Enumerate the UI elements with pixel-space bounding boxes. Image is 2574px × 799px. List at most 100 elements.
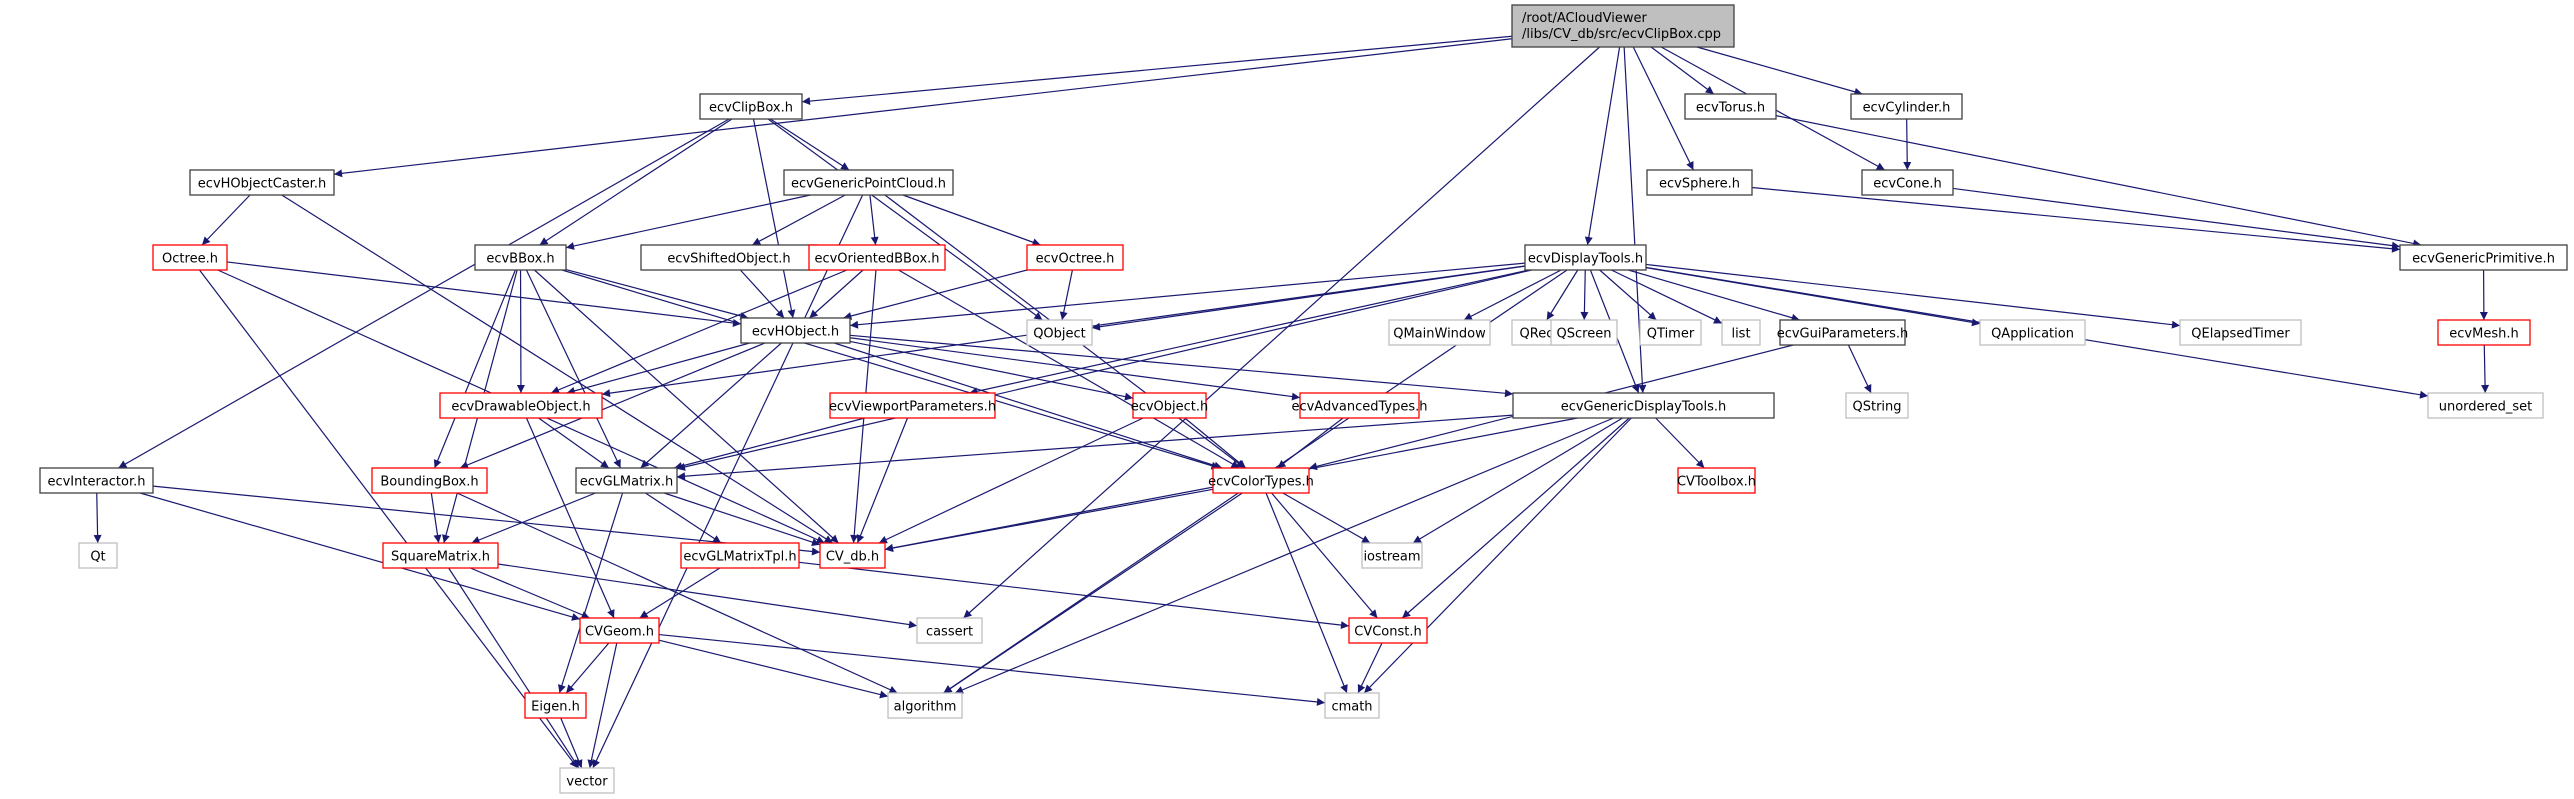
node-label: ecvHObjectCaster.h (198, 177, 326, 192)
edge-ecvColorTypes-to-CV_db (884, 488, 1214, 553)
node-box (1779, 319, 1906, 346)
node-CV_db[interactable]: CV_db.h (819, 542, 886, 569)
node-box (1299, 392, 1420, 419)
edge-ecvOrientedBBox-to-ecvHObject (809, 269, 864, 319)
node-BoundingBox[interactable]: BoundingBox.h (371, 467, 488, 494)
edge-ecvHObjectCaster-to-CV_db (281, 194, 834, 544)
edge-ecvGenericDisplayTools-to-cmath (1363, 417, 1632, 694)
node-ecvColorTypes[interactable]: ecvColorTypes.h (1208, 467, 1314, 494)
edge-SquareMatrix-to-cassert (497, 563, 918, 629)
node-label: cmath (1331, 700, 1372, 715)
node-box (680, 542, 800, 569)
node-box (740, 317, 851, 344)
node-box (1132, 392, 1207, 419)
node-ecvClipBox[interactable]: ecvClipBox.h (699, 93, 803, 120)
edge-root-to-ecvTorus (1650, 46, 1715, 95)
node-label: QObject (1033, 327, 1086, 342)
edge-ecvDrawableObject-to-CVGeom (525, 417, 615, 619)
node-box (699, 93, 803, 120)
edge-ecvOctree-to-ecvHObject (843, 269, 1028, 320)
node-ecvHObjectCaster[interactable]: ecvHObjectCaster.h (189, 169, 335, 196)
node-CVConst[interactable]: CVConst.h (1348, 617, 1428, 644)
node-ecvViewportParameters[interactable]: ecvViewportParameters.h (829, 392, 996, 419)
node-QString: QString (1845, 392, 1909, 419)
edge-ecvGLMatrix-to-SquareMatrix (471, 492, 596, 544)
node-box (559, 767, 615, 794)
node-label: QRect (1520, 327, 1559, 342)
node-label: ecvGenericPrimitive.h (2412, 252, 2555, 267)
node-ecvBBox[interactable]: ecvBBox.h (474, 244, 567, 271)
node-ecvHObject[interactable]: ecvHObject.h (740, 317, 851, 344)
node-ecvGenericPrimitive[interactable]: ecvGenericPrimitive.h (2399, 244, 2568, 271)
edge-ecvGenericDisplayTools-to-CVToolbox (1655, 417, 1705, 469)
edge-ecvObject-to-ecvColorTypes (1184, 417, 1247, 469)
edge-ecvTorus-to-ecvGenericPrimitive (1775, 115, 2422, 248)
edge-ecvClipBox-to-ecvGenericPointCloud (770, 118, 850, 171)
node-label: ecvViewportParameters.h (829, 400, 996, 415)
edge-ecvColorTypes-to-CVConst (1271, 492, 1378, 619)
node-ecvGuiParameters[interactable]: ecvGuiParameters.h (1777, 319, 1909, 346)
edge-SquareMatrix-to-vector (448, 567, 580, 769)
edge-ecvHObject-to-ecvDrawableObject (566, 342, 750, 395)
node-label: ecvSphere.h (1659, 177, 1740, 192)
node-ecvGenericDisplayTools[interactable]: ecvGenericDisplayTools.h (1512, 392, 1775, 419)
node-ecvMesh[interactable]: ecvMesh.h (2437, 319, 2531, 346)
edge-ecvGenericPointCloud-to-ecvOctree (902, 194, 1041, 247)
edge-ecvGenericDisplayTools-to-CVConst (1401, 417, 1630, 619)
node-ecvOctree[interactable]: ecvOctree.h (1026, 244, 1124, 271)
edge-ecvBBox-to-ecvGLMatrix (525, 269, 622, 469)
edge-ecvGenericPointCloud-to-ecvBBox (565, 194, 811, 250)
edge-ecvClipBox-to-ecvBBox (539, 118, 733, 246)
node-ecvShiftedObject[interactable]: ecvShiftedObject.h (640, 244, 818, 271)
edge-SquareMatrix-to-CVGeom (470, 567, 590, 619)
node-label: Eigen.h (531, 700, 580, 715)
node-box (819, 542, 886, 569)
node-root[interactable]: /root/ACloudViewer/libs/CV_db/src/ecvCli… (1511, 4, 1735, 48)
node-label: ecvBBox.h (486, 252, 554, 267)
node-ecvTorus[interactable]: ecvTorus.h (1684, 93, 1777, 120)
node-label: QScreen (1557, 327, 1612, 342)
node-CVGeom[interactable]: CVGeom.h (579, 617, 660, 644)
node-box (1026, 319, 1093, 346)
node-ecvInteractor[interactable]: ecvInteractor.h (39, 467, 154, 494)
node-box (1524, 244, 1647, 271)
edge-ecvAdvancedTypes-to-ecvColorTypes (1277, 417, 1344, 469)
edge-ecvOrientedBBox-to-ecvColorTypes (898, 269, 1240, 469)
node-label: CVConst.h (1354, 625, 1421, 640)
node-ecvCone[interactable]: ecvCone.h (1861, 169, 1954, 196)
node-box (1684, 93, 1777, 120)
node-Octree[interactable]: Octree.h (152, 244, 228, 271)
node-ecvSphere[interactable]: ecvSphere.h (1646, 169, 1753, 196)
node-Eigen[interactable]: Eigen.h (524, 692, 587, 719)
node-box (2179, 319, 2302, 346)
node-ecvGenericPointCloud[interactable]: ecvGenericPointCloud.h (783, 169, 954, 196)
node-label: /libs/CV_db/src/ecvClipBox.cpp (1522, 27, 1721, 42)
node-ecvGLMatrix[interactable]: ecvGLMatrix.h (575, 467, 678, 494)
nodes-layer: /root/ACloudViewer/libs/CV_db/src/ecvCli… (39, 4, 2568, 794)
edge-ecvInteractor-to-Qt (93, 492, 102, 544)
node-CVToolbox[interactable]: CVToolbox.h (1677, 467, 1756, 494)
node-ecvObject[interactable]: ecvObject.h (1131, 392, 1209, 419)
node-box (382, 542, 499, 569)
node-ecvGLMatrixTpl[interactable]: ecvGLMatrixTpl.h (680, 542, 800, 569)
node-SquareMatrix[interactable]: SquareMatrix.h (382, 542, 499, 569)
node-label: Octree.h (162, 252, 218, 267)
node-box (1850, 93, 1963, 120)
node-ecvCylinder[interactable]: ecvCylinder.h (1850, 93, 1963, 120)
node-label: QTimer (1647, 327, 1695, 342)
node-label: CVToolbox.h (1677, 475, 1756, 490)
node-ecvDisplayTools[interactable]: ecvDisplayTools.h (1524, 244, 1647, 271)
edge-ecvDisplayTools-to-ecvGLMatrix (676, 269, 1532, 471)
node-label: QElapsedTimer (2191, 327, 2290, 342)
node-label: ecvTorus.h (1696, 101, 1765, 116)
node-box (808, 244, 946, 271)
node-ecvAdvancedTypes[interactable]: ecvAdvancedTypes.h (1291, 392, 1428, 419)
edge-ecvGuiParameters-to-QString (1847, 344, 1872, 394)
edge-ecvClipBox-to-ecvHObject (752, 118, 796, 319)
edge-ecvDisplayTools-to-QTimer (1599, 269, 1657, 321)
edge-ecvDisplayTools-to-ecvHObject (849, 262, 1526, 329)
node-ecvOrientedBBox[interactable]: ecvOrientedBBox.h (808, 244, 946, 271)
node-box (152, 244, 228, 271)
edge-ecvGenericDisplayTools-to-iostream (1412, 417, 1623, 544)
node-ecvDrawableObject[interactable]: ecvDrawableObject.h (439, 392, 603, 419)
